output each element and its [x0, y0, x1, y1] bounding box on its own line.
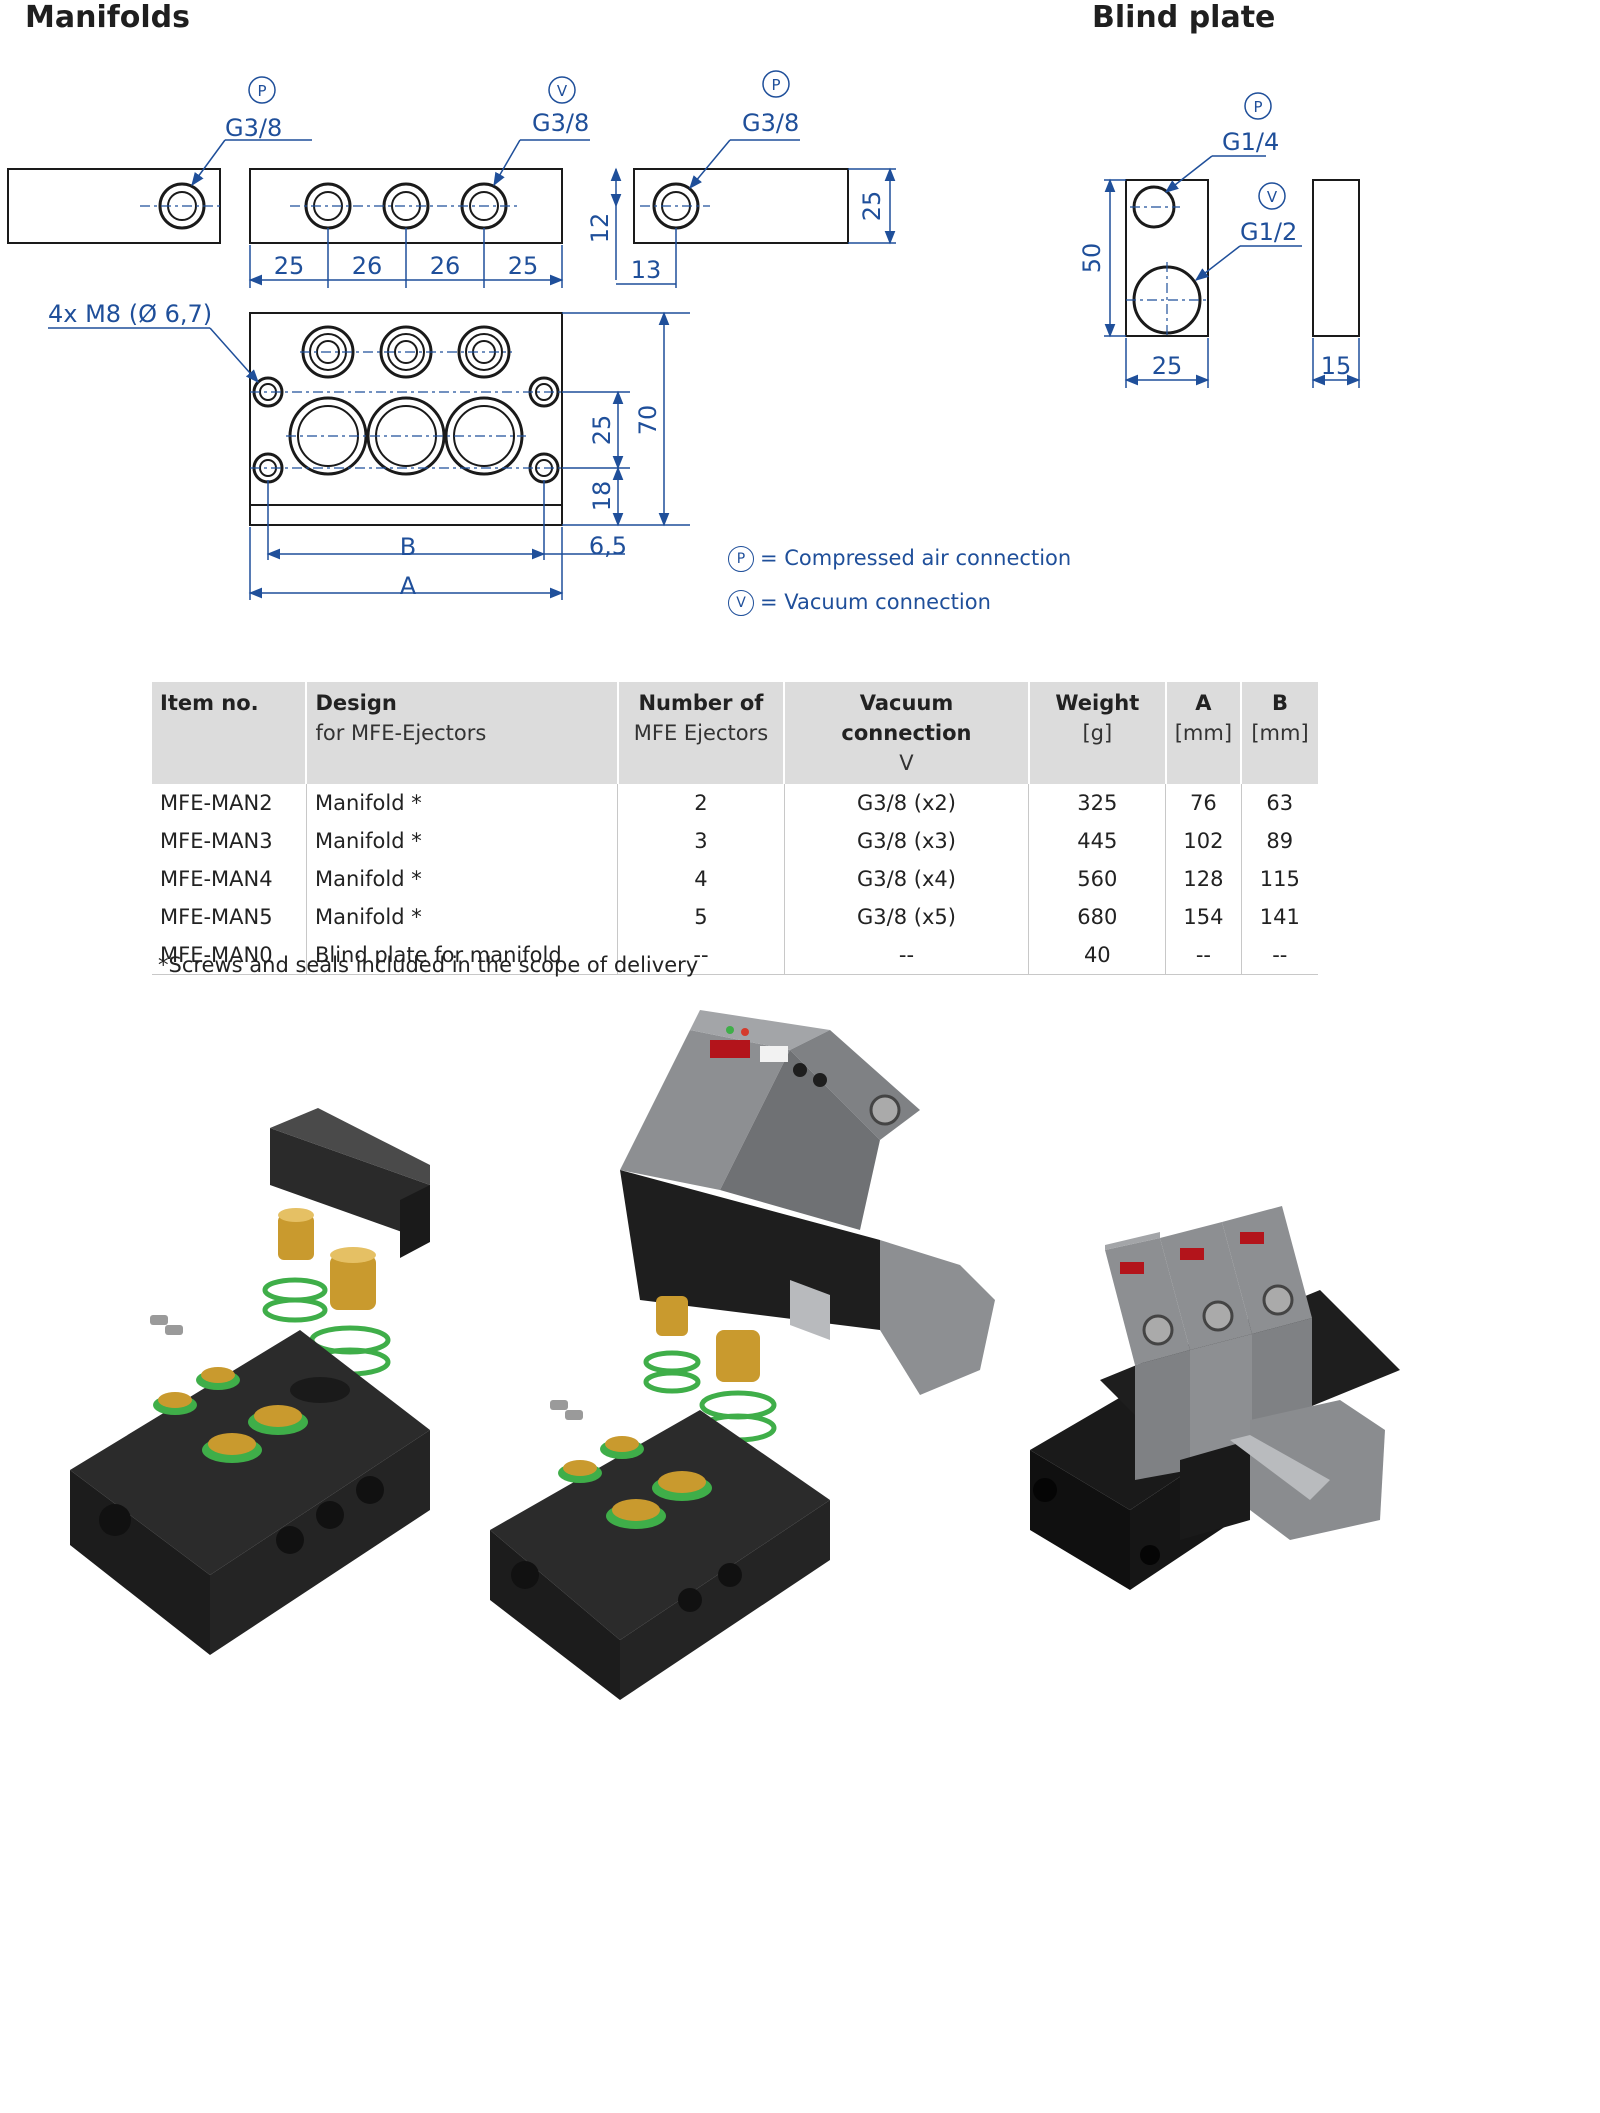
dimension-a-cell: 76	[1165, 784, 1242, 822]
blind-plate-side-view	[1312, 179, 1360, 337]
weight-cell: 445	[1028, 822, 1167, 860]
blind-plate-heading: Blind plate	[1092, 0, 1276, 35]
dimension-label: 15	[1321, 352, 1352, 380]
table-row: MFE-MAN3 Manifold * 3 G3/8 (x3) 445 102 …	[152, 822, 1318, 860]
dimension-label: 25	[588, 415, 616, 446]
table-header-cell: Item no.	[152, 682, 308, 784]
badge-v: V	[728, 590, 754, 616]
dimension-label: 12	[586, 213, 614, 244]
badge-v: V	[557, 82, 568, 100]
table-header-cell: A[mm]	[1165, 682, 1243, 784]
badge-p: P	[257, 82, 266, 100]
dimension-label: 25	[274, 252, 305, 280]
dimension-b-cell: 115	[1259, 867, 1300, 891]
weight-cell: 560	[1028, 860, 1167, 898]
legend-text: = Compressed air connection	[760, 546, 1072, 570]
port-label: G3/8	[532, 109, 589, 137]
dimension-label: 25	[858, 191, 886, 222]
table-header-cell: Weight[g]	[1028, 682, 1167, 784]
dimension-label: 26	[430, 252, 461, 280]
vacuum-connection-cell: G3/8 (x2)	[784, 784, 1030, 822]
ejector-count-cell: 4	[617, 860, 785, 898]
table-row: MFE-MAN2 Manifold * 2 G3/8 (x2) 325 76 6…	[152, 784, 1318, 822]
table-row: MFE-MAN5 Manifold * 5 G3/8 (x5) 680 154 …	[152, 898, 1318, 936]
ejector-count-cell: 2	[617, 784, 785, 822]
dimension-label: 18	[588, 481, 616, 512]
dimension-a-cell: 154	[1165, 898, 1242, 936]
weight-cell: 40	[1028, 936, 1167, 975]
dimension-b-cell: 141	[1259, 905, 1300, 929]
weight-cell: 325	[1028, 784, 1167, 822]
badge-p: P	[728, 546, 754, 572]
item-no-cell: MFE-MAN2	[152, 784, 307, 822]
dimension-a-cell: --	[1165, 936, 1242, 975]
dimension-label: A	[400, 572, 417, 600]
legend-compressed-air: P= Compressed air connection	[728, 546, 1071, 572]
table-header-cell: B[mm]	[1241, 682, 1318, 784]
badge-p: P	[771, 76, 780, 94]
blind-plate-front-view	[1125, 179, 1209, 337]
item-no-cell: MFE-MAN3	[152, 822, 307, 860]
port-label: G3/8	[742, 109, 799, 137]
table-row: MFE-MAN0 Blind plate for manifold -- -- …	[152, 936, 1318, 975]
design-cell: Manifold *	[306, 898, 619, 936]
vacuum-connection-cell: G3/8 (x5)	[784, 898, 1030, 936]
port-label: G3/8	[225, 114, 282, 142]
dimension-b-cell: --	[1241, 936, 1318, 975]
dimension-label: 25	[1152, 352, 1183, 380]
port-label: G1/4	[1222, 128, 1279, 156]
dimension-label: 70	[634, 405, 662, 436]
vacuum-connection-cell: G3/8 (x3)	[784, 822, 1030, 860]
dimension-a-cell: 128	[1165, 860, 1242, 898]
legend-vacuum: V= Vacuum connection	[728, 590, 991, 616]
manifold-blind-plate-exploded-photo	[70, 1108, 430, 1655]
dimension-a-cell: 102	[1165, 822, 1242, 860]
vacuum-connection-cell: G3/8 (x4)	[784, 860, 1030, 898]
screw-label: 4x M8 (Ø 6,7)	[48, 300, 212, 328]
design-cell: Manifold *	[306, 860, 619, 898]
dimension-label: 50	[1078, 243, 1106, 274]
footnote: *Screws and seals included in the scope …	[158, 953, 699, 977]
product-photos	[70, 1010, 1400, 1700]
manifold-end-left-view	[7, 168, 221, 244]
ejector-count-cell: 5	[617, 898, 785, 936]
dimension-label: B	[400, 533, 416, 561]
legend-text: = Vacuum connection	[760, 590, 991, 614]
assembled-manifold-photo	[1030, 1206, 1400, 1590]
badge-p: P	[1253, 98, 1262, 116]
dimension-label: 13	[631, 256, 662, 284]
design-cell: Manifold *	[306, 784, 619, 822]
port-label: G1/2	[1240, 218, 1297, 246]
item-no-cell: MFE-MAN4	[152, 860, 307, 898]
badge-v: V	[1267, 188, 1278, 206]
dimension-label: 26	[352, 252, 383, 280]
manifold-ejector-exploded-photo	[490, 1010, 995, 1700]
design-cell: Manifold *	[306, 822, 619, 860]
ejector-count-cell: --	[617, 936, 785, 975]
table-row: MFE-MAN4 Manifold * 4 G3/8 (x4) 560 128 …	[152, 860, 1318, 898]
dimension-b-cell: 63	[1266, 791, 1294, 815]
dimension-label: 25	[508, 252, 539, 280]
item-no-cell: MFE-MAN5	[152, 898, 307, 936]
manifold-top-view	[249, 312, 563, 526]
dimension-b-cell: 89	[1266, 829, 1294, 853]
ejector-count-cell: 3	[617, 822, 785, 860]
technical-drawing: P V P P V G3/8 G3/8 G3/8 G1/4 G1/2 4x M8…	[7, 70, 1361, 600]
manifolds-heading: Manifolds	[25, 0, 191, 35]
item-no-cell: MFE-MAN0	[152, 936, 307, 975]
weight-cell: 680	[1028, 898, 1167, 936]
design-cell: Blind plate for manifold	[306, 936, 619, 975]
vacuum-connection-cell: --	[784, 936, 1030, 975]
dimension-label: 6,5	[589, 532, 627, 560]
